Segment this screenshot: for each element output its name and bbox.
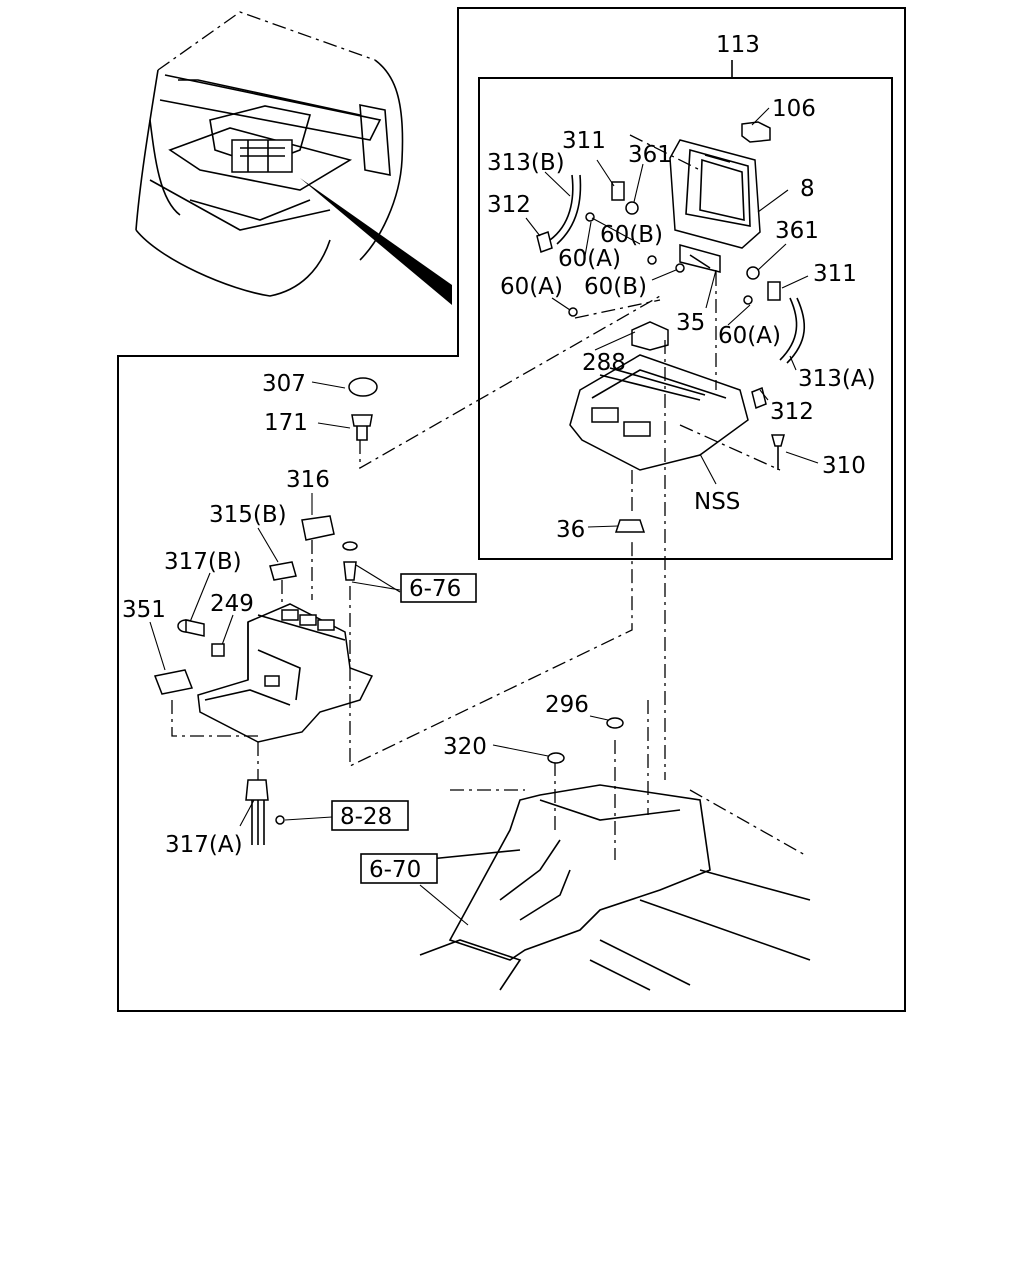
label-311-lower: 311 — [813, 261, 857, 287]
ref-box-6-70 — [360, 853, 438, 884]
label-60b-lower: 60(B) — [584, 274, 647, 300]
label-249: 249 — [210, 591, 254, 617]
ref-box-8-28 — [331, 800, 409, 831]
label-36: 36 — [556, 517, 585, 543]
cab-overview — [135, 11, 452, 305]
label-60a-upper: 60(A) — [558, 246, 621, 272]
label-60a-right: 60(A) — [718, 323, 781, 349]
label-351: 351 — [122, 597, 166, 623]
label-35: 35 — [676, 310, 705, 336]
lower-console — [153, 295, 811, 991]
label-307: 307 — [262, 371, 306, 397]
label-311-upper: 311 — [562, 128, 606, 154]
label-60b-upper: 60(B) — [600, 222, 663, 248]
label-313a: 313(A) — [798, 366, 876, 392]
label-60a-mid: 60(A) — [500, 274, 563, 300]
label-317b: 317(B) — [164, 549, 242, 575]
label-296: 296 — [545, 692, 589, 718]
label-317a: 317(A) — [165, 832, 243, 858]
label-320: 320 — [443, 734, 487, 760]
label-315b: 315(B) — [209, 502, 287, 528]
label-361-lower: 361 — [775, 218, 819, 244]
label-113: 113 — [716, 32, 760, 58]
outer-frame — [117, 7, 906, 1012]
overhead-console — [536, 60, 806, 780]
ref-box-6-76 — [400, 573, 477, 603]
ref-6-70: 6-70 — [369, 857, 421, 883]
inner-frame-113 — [478, 77, 893, 560]
ref-8-28: 8-28 — [340, 804, 392, 830]
label-171: 171 — [264, 410, 308, 436]
label-nss: NSS — [694, 489, 740, 515]
label-312-upper: 312 — [487, 192, 531, 218]
label-8: 8 — [800, 176, 815, 202]
leader-lines — [149, 107, 819, 926]
label-316: 316 — [286, 467, 330, 493]
label-310: 310 — [822, 453, 866, 479]
label-313b: 313(B) — [487, 150, 565, 176]
label-106: 106 — [772, 96, 816, 122]
label-288: 288 — [582, 350, 626, 376]
ref-6-76: 6-76 — [409, 576, 461, 602]
label-312-lower: 312 — [770, 399, 814, 425]
label-361-upper: 361 — [628, 142, 672, 168]
